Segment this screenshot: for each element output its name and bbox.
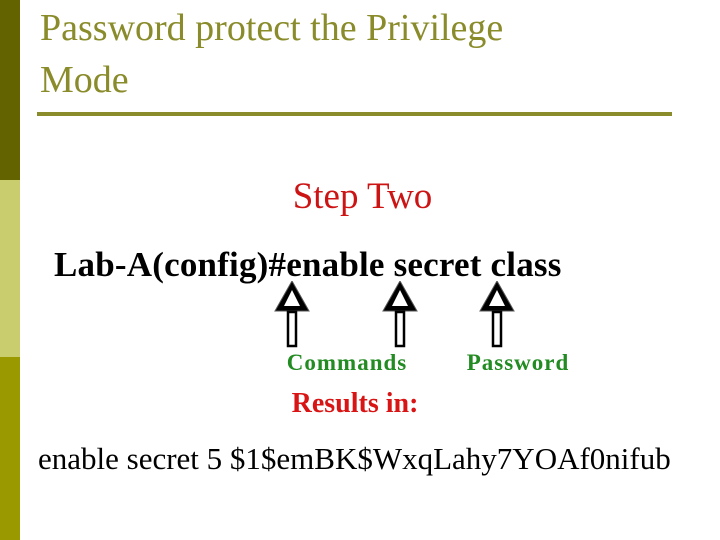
cli-command-text: Lab-A(config)#enable secret class xyxy=(54,245,562,284)
slide-title-line1: Password protect the Privilege xyxy=(40,7,504,49)
up-arrow-icon xyxy=(382,281,418,348)
up-arrow-icon xyxy=(479,281,515,348)
password-label: Password xyxy=(466,350,570,375)
slide-title: Password protect the Privilege Mode xyxy=(40,2,680,106)
subtitle-step: Step Two xyxy=(292,176,433,217)
left-accent-bar xyxy=(0,0,20,540)
results-in-label: Results in: xyxy=(291,388,419,419)
up-arrow-icon xyxy=(274,281,310,348)
accent-bar-segment-dark xyxy=(0,0,20,180)
hashed-secret-output: enable secret 5 $1$emBK$WxqLahy7YOAf0nif… xyxy=(38,441,671,476)
slide-title-line2: Mode xyxy=(40,59,129,101)
accent-bar-segment-medium xyxy=(0,357,20,540)
title-underline-rule xyxy=(37,112,672,116)
accent-bar-segment-light xyxy=(0,180,20,357)
commands-label: Commands xyxy=(286,350,408,375)
